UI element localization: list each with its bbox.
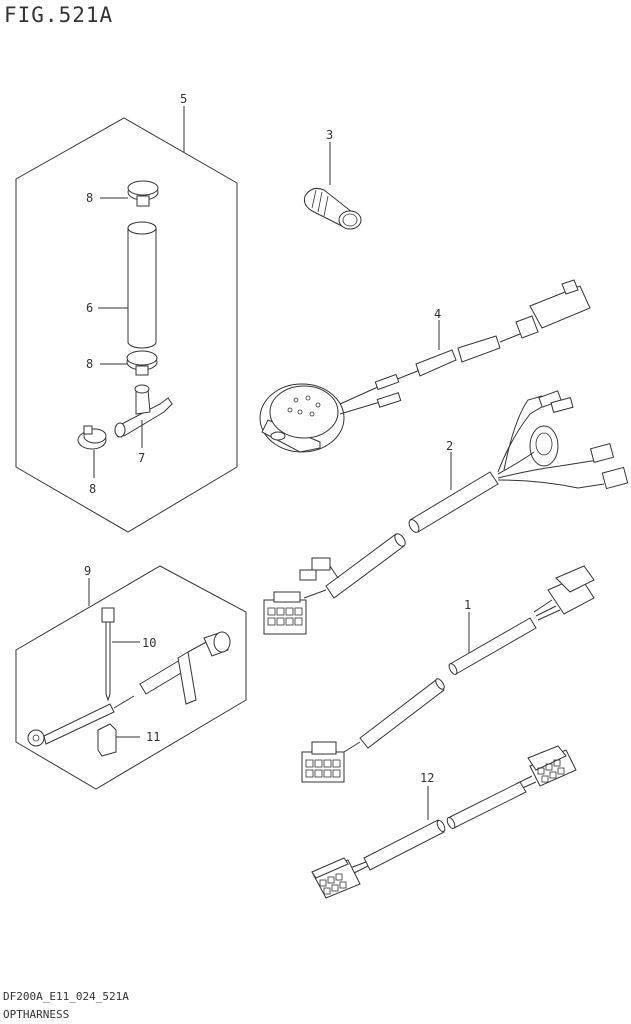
hose-clamp-top	[100, 180, 159, 207]
kit-5-outline	[15, 106, 238, 533]
t-joint-7	[114, 384, 173, 448]
buzzer-harness-4	[259, 279, 591, 453]
callout-6: 6	[86, 301, 93, 315]
hose-clamp-bottom	[77, 425, 107, 478]
callout-8-middle: 8	[86, 357, 93, 371]
callout-4: 4	[434, 307, 441, 321]
callout-8-bottom: 8	[89, 482, 96, 496]
main-harness-2	[263, 390, 629, 635]
callout-10: 10	[142, 636, 156, 650]
model-code: DF200A_E11_024_521A	[3, 990, 129, 1003]
ground-wire	[27, 631, 231, 747]
fuse-11	[97, 723, 140, 757]
callout-7: 7	[138, 451, 145, 465]
section-name: OPTHARNESS	[3, 1008, 70, 1021]
figure-title: FIG.521A	[4, 3, 114, 27]
callout-9: 9	[84, 564, 91, 578]
kit-9-outline	[15, 565, 247, 790]
callout-11: 11	[146, 730, 160, 744]
grommet-3	[303, 142, 362, 230]
callout-12: 12	[420, 771, 434, 785]
extension-harness-1	[301, 565, 595, 783]
hose-6	[98, 221, 157, 349]
cable-tie-10	[101, 607, 140, 702]
callout-2: 2	[446, 439, 453, 453]
callout-1: 1	[464, 598, 471, 612]
callout-3: 3	[326, 128, 333, 142]
callout-8-top: 8	[86, 191, 93, 205]
callout-5: 5	[180, 92, 187, 106]
harness-12	[311, 745, 577, 899]
hose-clamp-middle	[100, 350, 158, 376]
